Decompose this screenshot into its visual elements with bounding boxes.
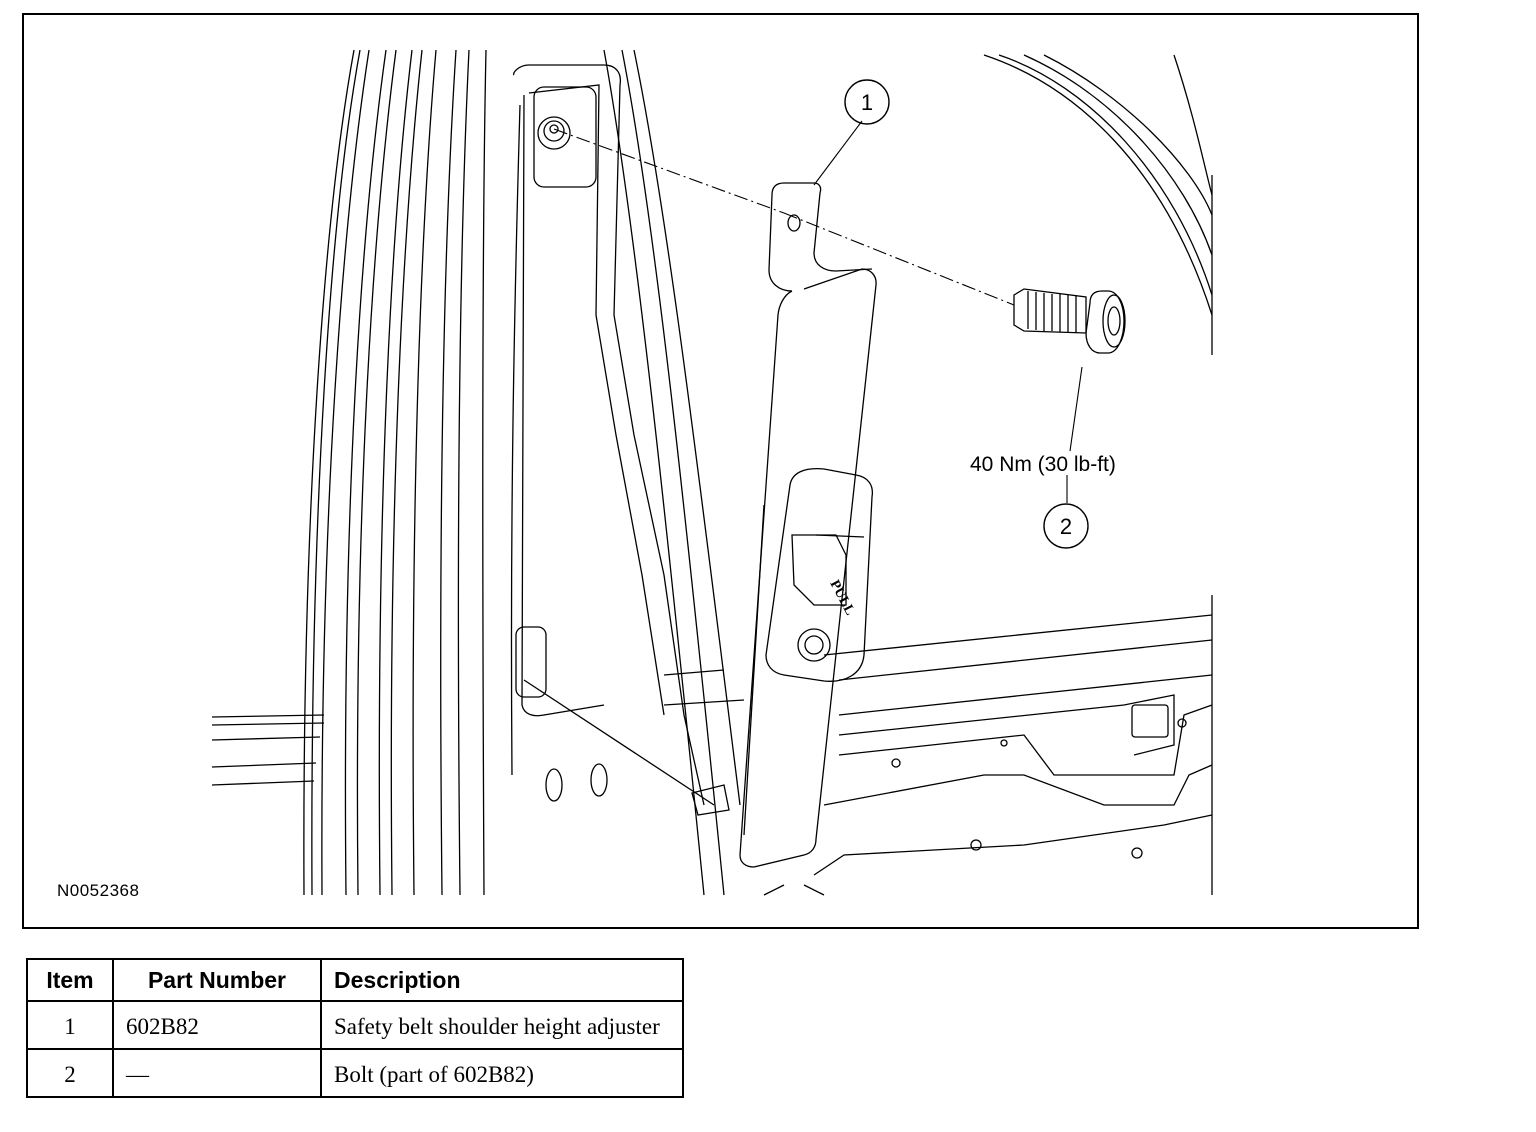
pillar-slots bbox=[515, 626, 730, 816]
header-part-number: Part Number bbox=[112, 958, 322, 1002]
row-1-description: Safety belt shoulder height adjuster bbox=[320, 1000, 684, 1050]
pillar-panel bbox=[510, 64, 705, 806]
door-opening bbox=[983, 54, 1213, 895]
bolt bbox=[1013, 288, 1126, 354]
row-2-part-number: — bbox=[112, 1048, 322, 1098]
callout-2-label: 2 bbox=[1060, 514, 1072, 539]
row-2-item: 2 bbox=[26, 1048, 114, 1098]
table-row: 1 602B82 Safety belt shoulder height adj… bbox=[26, 1000, 684, 1050]
figure-id: N0052368 bbox=[57, 881, 140, 900]
table-header-row: Item Part Number Description bbox=[26, 958, 684, 1002]
torque-spec: 40 Nm (30 lb-ft) bbox=[970, 453, 1116, 476]
adjuster-bracket bbox=[768, 182, 873, 292]
safety-belt-adjuster-illustration: PULL 1 2 bbox=[211, 49, 1213, 896]
leader-lines bbox=[553, 120, 1083, 503]
pull-button: PULL bbox=[765, 467, 874, 682]
header-description: Description bbox=[320, 958, 684, 1002]
row-1-item: 1 bbox=[26, 1000, 114, 1050]
header-item: Item bbox=[26, 958, 114, 1002]
table-row: 2 — Bolt (part of 602B82) bbox=[26, 1048, 684, 1098]
floor-sill bbox=[211, 669, 745, 786]
row-2-description: Bolt (part of 602B82) bbox=[320, 1048, 684, 1098]
callout-1: 1 bbox=[844, 79, 890, 125]
figure-frame: PULL 1 2 40 Nm (30 lb-ft) N0052368 bbox=[22, 13, 1419, 929]
callout-1-label: 1 bbox=[861, 90, 873, 115]
pillar-outline bbox=[303, 49, 741, 896]
pillar-mount-hole bbox=[537, 116, 571, 150]
adjuster-body bbox=[739, 268, 877, 868]
row-1-part-number: 602B82 bbox=[112, 1000, 322, 1050]
parts-table: Item Part Number Description 1 602B82 Sa… bbox=[26, 958, 684, 1098]
callout-2: 2 bbox=[1043, 503, 1089, 549]
rocker-panel bbox=[763, 614, 1213, 896]
pull-text: PULL bbox=[826, 578, 857, 618]
